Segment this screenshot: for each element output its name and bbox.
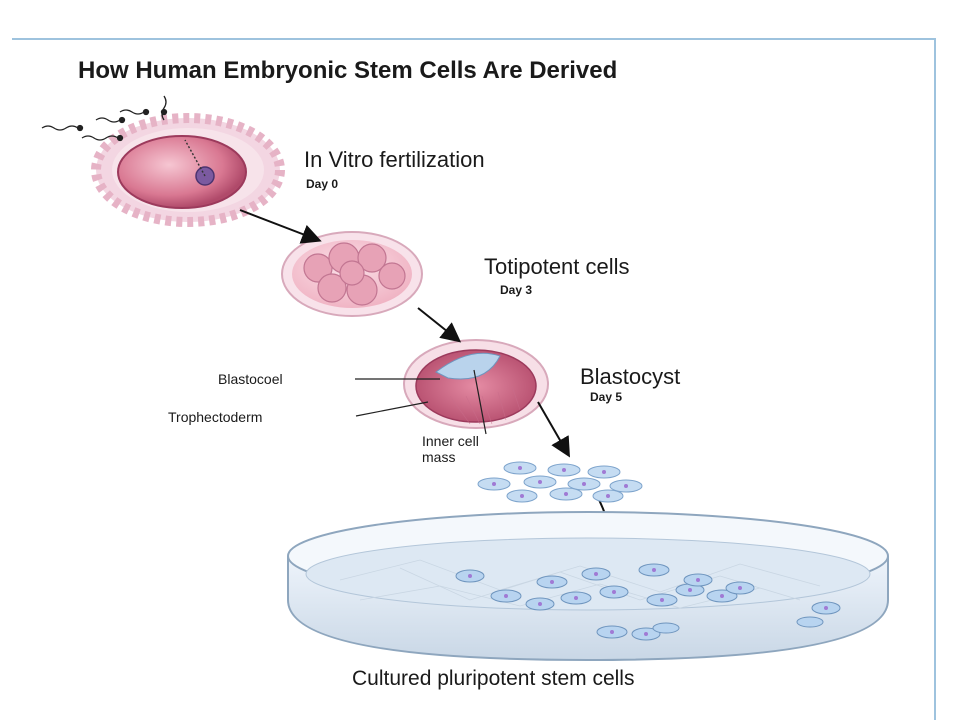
- label-leaders: [355, 369, 487, 435]
- label-trophectoderm: Trophectoderm: [168, 409, 263, 425]
- blastocyst-illustration: [403, 339, 549, 429]
- diagram-title: How Human Embryonic Stem Cells Are Deriv…: [78, 57, 618, 84]
- stage-day-blastocyst: Day 5: [590, 390, 623, 404]
- stem-cell-nuclei: [492, 466, 628, 498]
- egg-cell: [91, 113, 285, 227]
- stage-label-blastocyst: Blastocyst: [580, 364, 681, 389]
- sperm-cells: [41, 95, 168, 142]
- stage-label-fertilization: In Vitro fertilization: [304, 147, 485, 172]
- stage-label-totipotent: Totipotent cells: [484, 254, 630, 279]
- caption-cultured-cells: Cultured pluripotent stem cells: [352, 667, 635, 690]
- totipotent-cells-illustration: [281, 231, 423, 317]
- petri-dish: [287, 511, 889, 662]
- stem-cell-cluster: [477, 461, 643, 503]
- cultured-cell-nuclei: [468, 568, 828, 636]
- stage-day-fertilization: Day 0: [306, 177, 339, 191]
- stage-day-totipotent: Day 3: [500, 283, 533, 297]
- label-blastocoel: Blastocoel: [218, 371, 283, 387]
- figure-frame: [12, 38, 936, 720]
- label-inner-cell-mass: Inner cell mass: [422, 433, 479, 465]
